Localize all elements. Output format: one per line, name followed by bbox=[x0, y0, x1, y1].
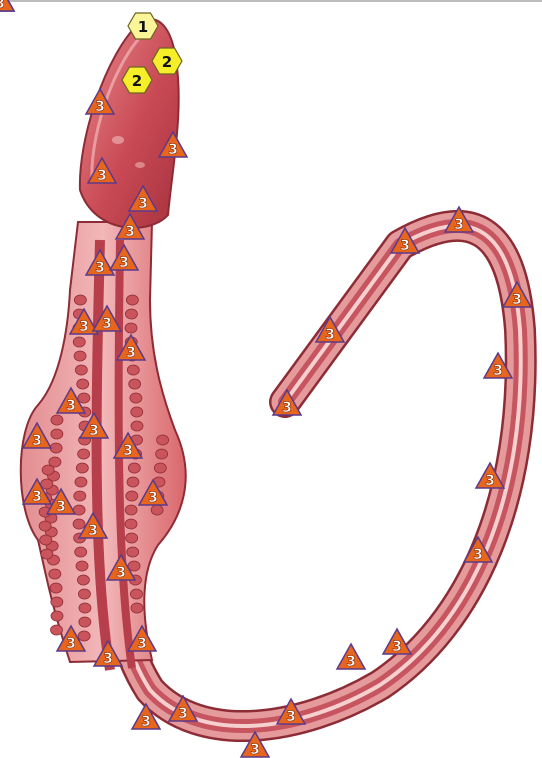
marker-label: 3 bbox=[0, 0, 5, 12]
marker-label: 3 bbox=[97, 168, 107, 184]
mitochondrion-bead bbox=[127, 477, 139, 487]
mitochondrion-bead bbox=[125, 323, 137, 333]
mitochondrion-bead bbox=[41, 549, 53, 559]
mitochondrion-bead bbox=[76, 463, 88, 473]
marker-label: 3 bbox=[125, 224, 135, 240]
mitochondrion-bead bbox=[78, 393, 90, 403]
mitochondrion-bead bbox=[77, 575, 89, 585]
mitochondrion-bead bbox=[77, 379, 89, 389]
mitochondrion-bead bbox=[127, 547, 139, 557]
mitochondrion-bead bbox=[74, 295, 86, 305]
marker-label: 3 bbox=[138, 196, 148, 212]
marker-label: 3 bbox=[286, 709, 296, 725]
marker-label: 3 bbox=[95, 260, 105, 276]
mitochondrion-bead bbox=[42, 465, 54, 475]
marker-label: 3 bbox=[32, 489, 42, 505]
mitochondrion-bead bbox=[51, 429, 63, 439]
marker-label: 3 bbox=[66, 636, 76, 652]
mitochondrion-bead bbox=[126, 295, 138, 305]
mitochondrion-bead bbox=[40, 535, 52, 545]
marker-label: 3 bbox=[137, 636, 147, 652]
mitochondrion-bead bbox=[50, 443, 62, 453]
mitochondrion-bead bbox=[157, 435, 169, 445]
mitochondrion-bead bbox=[126, 533, 138, 543]
triangle-marker-3: 3 bbox=[337, 644, 365, 670]
mitochondrion-bead bbox=[49, 569, 61, 579]
marker-label: 3 bbox=[178, 706, 188, 722]
marker-label: 3 bbox=[282, 400, 292, 416]
mitochondrion-bead bbox=[50, 583, 62, 593]
marker-label: 3 bbox=[400, 238, 410, 254]
mitochondrion-bead bbox=[130, 589, 142, 599]
marker-label: 3 bbox=[79, 319, 89, 335]
marker-label: 3 bbox=[66, 398, 76, 414]
marker-label: 1 bbox=[138, 18, 148, 36]
mitochondrion-bead bbox=[131, 603, 143, 613]
mitochondrion-bead bbox=[74, 351, 86, 361]
marker-label: 3 bbox=[126, 345, 136, 361]
mitochondrion-bead bbox=[151, 505, 163, 515]
marker-label: 3 bbox=[512, 292, 522, 308]
marker-label: 3 bbox=[141, 714, 151, 730]
marker-label: 2 bbox=[162, 53, 172, 71]
mitochondrion-bead bbox=[154, 463, 166, 473]
marker-label: 3 bbox=[102, 316, 112, 332]
marker-label: 3 bbox=[168, 142, 178, 158]
marker-label: 3 bbox=[56, 499, 66, 515]
marker-label: 3 bbox=[103, 651, 113, 667]
mitochondrion-bead bbox=[78, 449, 90, 459]
mitochondrion-bead bbox=[156, 449, 168, 459]
mitochondrion-bead bbox=[131, 407, 143, 417]
mitochondrion-bead bbox=[131, 421, 143, 431]
triangle-marker-3: 3 bbox=[383, 629, 411, 655]
marker-label: 3 bbox=[119, 255, 129, 271]
mitochondrion-bead bbox=[129, 379, 141, 389]
mitochondrion-bead bbox=[51, 611, 63, 621]
mitochondrion-bead bbox=[78, 589, 90, 599]
marker-label: 3 bbox=[473, 547, 483, 563]
marker-label: 3 bbox=[392, 639, 402, 655]
mitochondrion-bead bbox=[126, 491, 138, 501]
marker-label: 3 bbox=[32, 433, 42, 449]
mitochondrion-bead bbox=[75, 477, 87, 487]
marker-label: 3 bbox=[88, 523, 98, 539]
mitochondrion-bead bbox=[75, 365, 87, 375]
mitochondrion-bead bbox=[73, 519, 85, 529]
marker-label: 3 bbox=[454, 217, 464, 233]
mitochondrion-bead bbox=[51, 415, 63, 425]
mitochondrion-bead bbox=[79, 603, 91, 613]
mitochondrion-bead bbox=[79, 617, 91, 627]
marker-label: 3 bbox=[116, 565, 126, 581]
mitochondrion-bead bbox=[51, 625, 63, 635]
marker-label: 3 bbox=[89, 423, 99, 439]
marker-label: 3 bbox=[148, 490, 158, 506]
mitochondrion-bead bbox=[75, 547, 87, 557]
marker-label: 3 bbox=[123, 443, 133, 459]
mitochondrion-bead bbox=[76, 561, 88, 571]
marker-label: 3 bbox=[346, 654, 356, 670]
marker-label: 3 bbox=[325, 327, 335, 343]
mitochondrion-bead bbox=[73, 337, 85, 347]
marker-label: 3 bbox=[250, 742, 260, 758]
mitochondrion-bead bbox=[125, 309, 137, 319]
mitochondrion-bead bbox=[130, 393, 142, 403]
mitochondrion-bead bbox=[128, 463, 140, 473]
marker-label: 3 bbox=[493, 363, 503, 379]
mitochondrion-bead bbox=[74, 491, 86, 501]
marker-label: 3 bbox=[485, 473, 495, 489]
mitochondrion-bead bbox=[125, 519, 137, 529]
mitochondrion-bead bbox=[125, 505, 137, 515]
marker-label: 2 bbox=[132, 72, 142, 90]
mitochondrion-bead bbox=[127, 365, 139, 375]
triangle-marker-3: 3 bbox=[0, 0, 14, 12]
mitochondrion-bead bbox=[39, 521, 51, 531]
marker-label: 3 bbox=[95, 99, 105, 115]
mitochondrion-bead bbox=[51, 597, 63, 607]
mitochondrion-bead bbox=[78, 631, 90, 641]
